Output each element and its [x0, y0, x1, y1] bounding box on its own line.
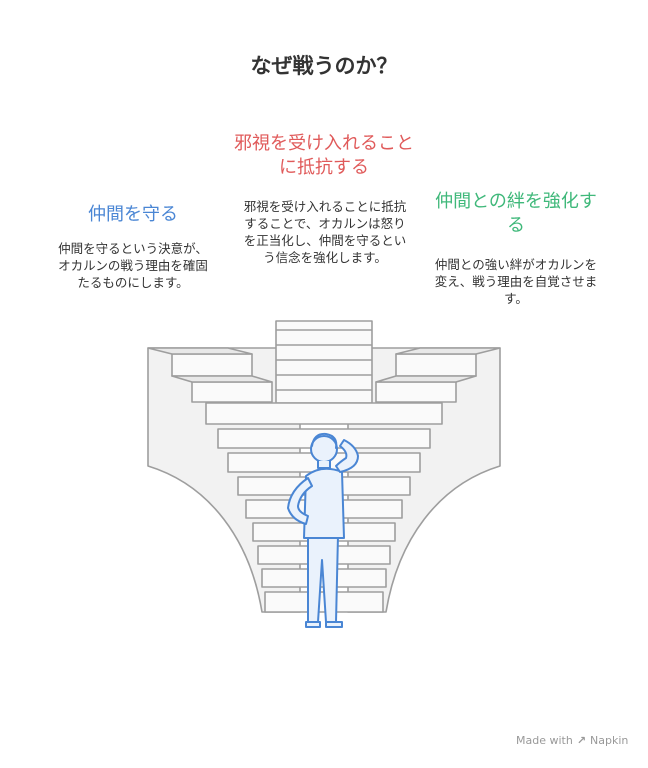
left-step-2 [191, 381, 273, 403]
hair [311, 432, 338, 449]
heading-resist-evil-eye: 邪視を受け入れることに抵抗する [234, 133, 414, 178]
napkin-logo-icon: ↗ [576, 734, 587, 747]
left-step-1-top [147, 347, 253, 355]
left-foot [305, 621, 321, 628]
right-foot [325, 621, 343, 628]
made-with-label: Made with [516, 734, 573, 747]
heading-protect-friends: 仲間を守る [88, 204, 178, 225]
body-resist-evil-eye: 邪視を受け入れることに抵抗することで、オカルンは怒りを正当化し、仲間を守るという… [243, 199, 407, 265]
body-protect-friends: 仲間を守るという決意が、オカルンの戦う理由を確固たるものにします。 [58, 241, 208, 290]
neck [317, 460, 331, 469]
right-step-2 [375, 381, 457, 403]
person-facing-stairs-icon [287, 432, 359, 628]
stairs-diagram [147, 320, 501, 613]
raised-arm [335, 439, 359, 473]
right-step-1 [395, 353, 477, 377]
left-step-1 [171, 353, 253, 377]
heading-strengthen-bonds: 仲間との絆を強化する [435, 191, 597, 236]
footer: Made with ↗ Napkin [516, 734, 628, 747]
torso [303, 467, 345, 539]
left-step-2-top [171, 375, 273, 383]
napkin-brand-label: Napkin [590, 734, 629, 747]
right-step-2-top [375, 375, 477, 383]
funnel-step [205, 402, 443, 425]
page-title: なぜ戦うのか？ [250, 54, 398, 78]
body-strengthen-bonds: 仲間との強い絆がオカルンを変え、戦う理由を自覚させます。 [434, 257, 598, 306]
right-step-1-top [395, 347, 501, 355]
hip-arm [287, 477, 313, 525]
